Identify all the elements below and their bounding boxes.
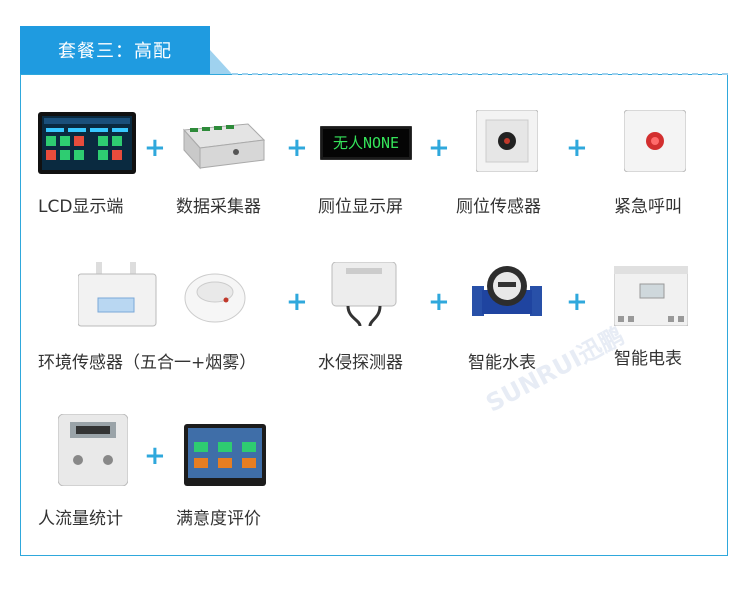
plus-sign: + xyxy=(286,287,308,317)
plus-sign: + xyxy=(428,133,450,163)
data-collector-image xyxy=(178,120,266,174)
electric-meter-image xyxy=(613,265,689,330)
package-title: 套餐三：高配 xyxy=(20,26,210,74)
plus-sign: + xyxy=(144,133,166,163)
water-leak-detector-image xyxy=(330,261,400,332)
dashed-divider xyxy=(232,73,728,75)
lcd-display-image xyxy=(38,112,136,178)
smoke-detector-image xyxy=(184,264,246,330)
emergency-call-image xyxy=(623,109,687,176)
plus-sign: + xyxy=(144,441,166,471)
item-label: 厕位显示屏 xyxy=(318,197,403,217)
banner-tail xyxy=(210,50,232,74)
item-label: 水侵探测器 xyxy=(318,353,403,373)
item-label: 满意度评价 xyxy=(176,509,261,529)
stall-display-image: 无人NONE xyxy=(319,125,413,164)
people-counter-image xyxy=(57,413,129,490)
item-label: 厕位传感器 xyxy=(456,197,541,217)
plus-sign: + xyxy=(566,287,588,317)
plus-sign: + xyxy=(566,133,588,163)
item-label: 数据采集器 xyxy=(176,197,261,217)
plus-sign: + xyxy=(428,287,450,317)
water-meter-image xyxy=(472,262,542,328)
stall-sensor-image xyxy=(475,109,539,176)
item-label: 智能水表 xyxy=(468,353,536,373)
item-label: 人流量统计 xyxy=(38,509,123,529)
item-label: 紧急呼叫 xyxy=(614,197,682,217)
item-label: LCD显示端 xyxy=(38,197,124,217)
item-label: 环境传感器（五合一+烟雾） xyxy=(38,353,257,373)
plus-sign: + xyxy=(286,133,308,163)
environment-sensor-image xyxy=(77,262,158,332)
screen-text: 无人NONE xyxy=(333,134,399,152)
satisfaction-evaluator-image xyxy=(184,424,266,490)
item-label: 智能电表 xyxy=(614,349,682,369)
